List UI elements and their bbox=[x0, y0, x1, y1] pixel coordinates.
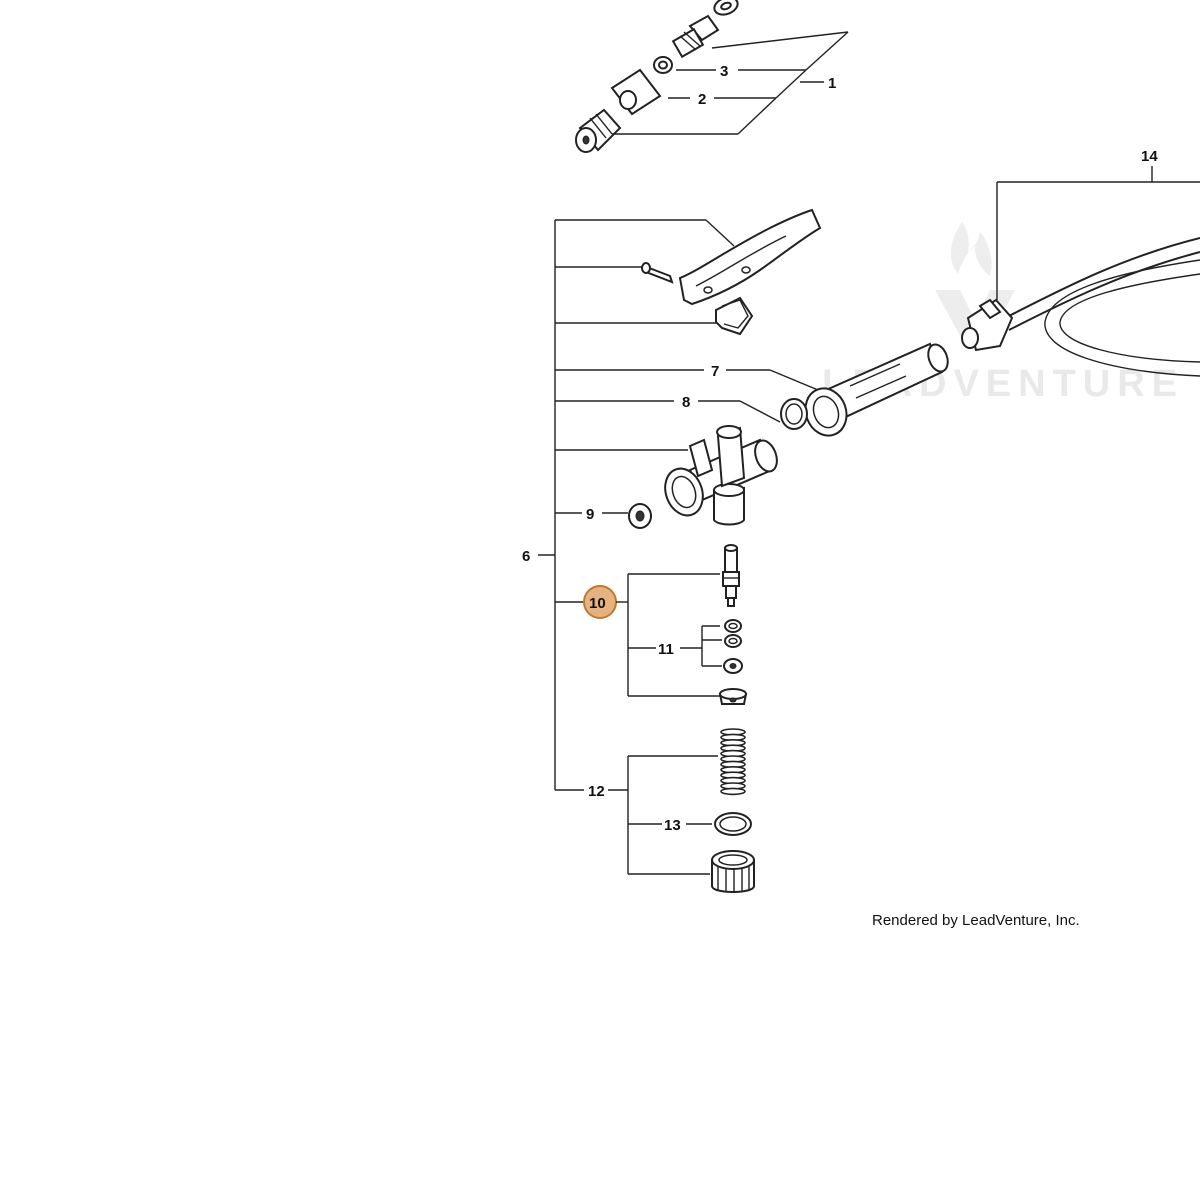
bracket-12-13 bbox=[608, 755, 718, 875]
callout-9: 9 bbox=[586, 506, 594, 523]
part-13-oring bbox=[714, 812, 752, 836]
part-cap-nut bbox=[711, 850, 755, 893]
callout-2: 2 bbox=[698, 91, 706, 108]
callout-13: 13 bbox=[664, 817, 681, 834]
callout-6: 6 bbox=[522, 548, 530, 565]
callout-7: 7 bbox=[711, 363, 719, 380]
part-valve-seat bbox=[718, 688, 748, 705]
callout-12: 12 bbox=[588, 783, 605, 800]
callout-11: 11 bbox=[658, 641, 674, 658]
callout-lines-top bbox=[612, 31, 849, 135]
part-8-oring bbox=[780, 398, 808, 430]
part-7-tube bbox=[804, 342, 949, 437]
bracket-6 bbox=[538, 219, 819, 791]
part-10-stem bbox=[722, 544, 740, 607]
callout-10: 10 bbox=[589, 595, 606, 612]
callout-14: 14 bbox=[1141, 148, 1158, 165]
nozzle-parts bbox=[575, 0, 739, 153]
part-9-washer bbox=[628, 503, 652, 529]
hose-assembly bbox=[961, 166, 1200, 377]
callout-10-marker[interactable]: 10 bbox=[583, 585, 617, 619]
credit-text: Rendered by LeadVenture, Inc. bbox=[872, 912, 1080, 929]
callout-1: 1 bbox=[828, 75, 836, 92]
lever-parts bbox=[641, 208, 822, 336]
spring-coil bbox=[720, 787, 746, 796]
valve-body bbox=[664, 425, 778, 526]
callout-8: 8 bbox=[682, 394, 690, 411]
part-11-seals bbox=[723, 619, 743, 674]
part-spring bbox=[720, 728, 746, 796]
bracket-10-11 bbox=[616, 573, 722, 697]
callout-3: 3 bbox=[720, 63, 728, 80]
